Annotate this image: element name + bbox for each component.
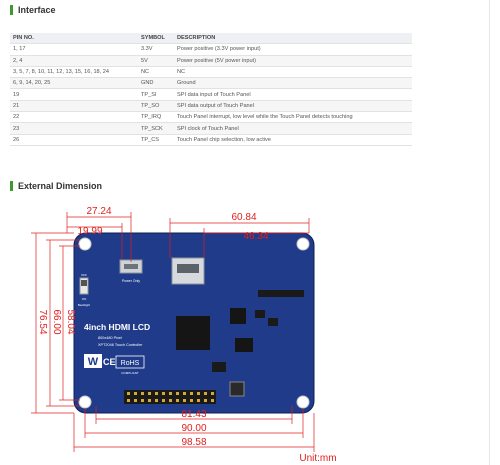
cell-symbol: NC <box>138 66 174 79</box>
fpc-connector-icon <box>258 290 304 297</box>
header-pin-no: PIN NO. <box>10 33 138 45</box>
cell-symbol: TP_SO <box>138 100 174 113</box>
board-controller: XPT2046 Touch Controller <box>98 343 143 347</box>
switch-off-label: OFF <box>81 273 87 277</box>
unit-label: Unit:mm <box>299 453 336 464</box>
cell-pin: 3, 5, 7, 8, 10, 11, 12, 13, 15, 16, 18, … <box>10 66 138 79</box>
cell-description: SPI data input of Touch Panel <box>174 88 412 101</box>
cell-symbol: 3.3V <box>138 43 174 56</box>
cell-pin: 22 <box>10 111 138 124</box>
dim-label-76-54: 76.54 <box>37 309 48 334</box>
mount-hole-icon <box>296 237 310 251</box>
lcd-board: W CE RoHS COMPLIANT 4inch HDMI LCD 800x4… <box>73 232 315 414</box>
board-title: 4inch HDMI LCD <box>84 322 150 332</box>
header-symbol: SYMBOL <box>138 33 174 45</box>
dim-label-81-43: 81.43 <box>181 409 206 420</box>
switch-on-label: ON <box>82 297 87 301</box>
cell-description: SPI clock of Touch Panel <box>174 122 412 135</box>
interface-title: Interface <box>18 5 56 15</box>
heading-accent-bar <box>10 181 13 191</box>
mount-hole-icon <box>296 395 310 409</box>
cell-pin: 1, 17 <box>10 43 138 56</box>
interface-heading: Interface <box>10 5 56 15</box>
table-header-row: PIN NO. SYMBOL DESCRIPTION <box>10 33 412 45</box>
cell-description: Touch Panel chip selection, low active <box>174 134 412 146</box>
board-resolution: 800x480 Pixel <box>98 336 122 340</box>
cell-description: SPI data output of Touch Panel <box>174 100 412 113</box>
cell-description: Touch Panel interrupt, low level while t… <box>174 111 412 124</box>
cell-description: Ground <box>174 77 412 90</box>
dimension-title: External Dimension <box>18 181 103 191</box>
dim-label-58-04: 58.04 <box>65 309 76 334</box>
cell-description: NC <box>174 66 412 79</box>
cell-pin: 2, 4 <box>10 55 138 67</box>
dim-label-27-24: 27.24 <box>86 206 111 217</box>
dimension-heading: External Dimension <box>10 181 102 191</box>
cell-symbol: TP_SCK <box>138 122 174 135</box>
ce-mark: CE <box>103 357 116 367</box>
cell-description: Power positive (5V power input) <box>174 55 412 67</box>
dim-label-46-34: 46.34 <box>243 231 268 242</box>
dim-label-98-58: 98.58 <box>181 437 206 448</box>
cell-symbol: TP_SI <box>138 88 174 101</box>
cell-pin: 26 <box>10 134 138 146</box>
cell-symbol: TP_IRQ <box>138 111 174 124</box>
dim-label-60-84: 60.84 <box>231 212 256 223</box>
cell-pin: 6, 9, 14, 20, 25 <box>10 77 138 90</box>
cell-symbol: 5V <box>138 55 174 67</box>
cell-pin: 19 <box>10 88 138 101</box>
table-row: 3, 5, 7, 8, 10, 11, 12, 13, 15, 16, 18, … <box>10 66 412 79</box>
chip-icon <box>235 338 253 352</box>
power-only-label: Power Only <box>122 279 140 283</box>
brand-mark: W <box>88 356 99 368</box>
rohs-compliant: COMPLIANT <box>121 371 139 375</box>
backlight-label: Backlight <box>78 303 90 307</box>
mount-hole-icon <box>78 237 92 251</box>
page-divider <box>489 0 490 465</box>
cell-pin: 21 <box>10 100 138 113</box>
cell-symbol: TP_CS <box>138 134 174 146</box>
inductor-icon <box>229 381 245 397</box>
dim-label-19-99: 19.99 <box>77 226 102 237</box>
mount-hole-icon <box>78 395 92 409</box>
dim-label-66-00: 66.00 <box>51 309 62 334</box>
waveshare-logo-icon <box>84 354 102 368</box>
main-chip-icon <box>176 316 210 350</box>
dim-label-90-00: 90.00 <box>181 423 206 434</box>
heading-accent-bar <box>10 5 13 15</box>
chip-icon <box>230 308 246 324</box>
cell-symbol: GND <box>138 77 174 90</box>
dimension-lines <box>31 212 315 452</box>
cell-pin: 23 <box>10 122 138 135</box>
header-description: DESCRIPTION <box>174 33 412 45</box>
rohs-mark: RoHS <box>121 360 140 367</box>
cell-description: Power positive (3.3V power input) <box>174 43 412 56</box>
